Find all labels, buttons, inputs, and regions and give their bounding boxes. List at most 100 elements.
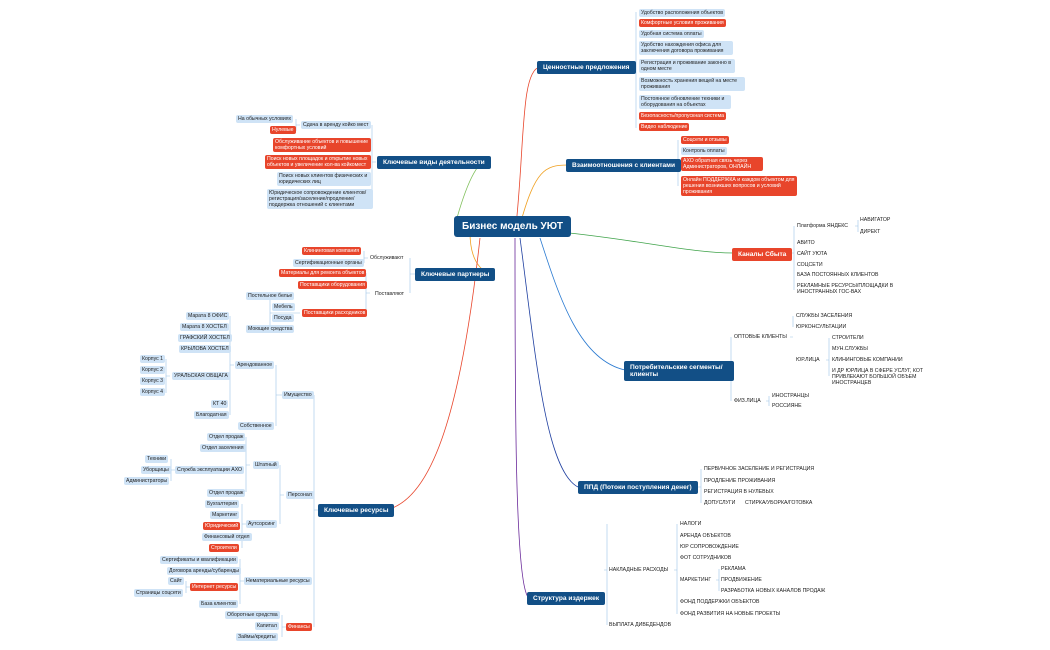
cost-overhead-item[interactable]: ФОТ СОТРУДНИКОВ bbox=[680, 555, 732, 561]
partners-supplier-item[interactable]: Поставщики оборудования bbox=[298, 281, 367, 289]
finance-item[interactable]: Займы/кредиты bbox=[236, 633, 278, 641]
resources-personnel[interactable]: Персонал bbox=[286, 491, 314, 499]
channel-item[interactable]: СОЦСЕТИ bbox=[797, 262, 823, 268]
rented-item[interactable]: Марата 8 ХОСТЕЛ bbox=[180, 323, 229, 331]
cost-dividends[interactable]: ВЫПЛАТА ДИВЕДЕНДОВ bbox=[609, 622, 672, 628]
korpus-item[interactable]: Корпус 3 bbox=[140, 377, 166, 385]
outsourcing-item[interactable]: Юридический bbox=[203, 522, 241, 530]
finance-item[interactable]: Оборотные средства bbox=[225, 611, 280, 619]
branch-key-activities[interactable]: Ключевые виды деятельности bbox=[377, 156, 491, 169]
outsourcing-item[interactable]: Строители bbox=[209, 544, 239, 552]
branch-sales-channels[interactable]: Каналы Сбыта bbox=[732, 248, 793, 261]
resources-finance[interactable]: Финансы bbox=[286, 623, 312, 631]
channel-yandex[interactable]: Платформа ЯНДЕКС bbox=[797, 223, 849, 229]
relation-item[interactable]: АХО обратная связь через Администраторов… bbox=[681, 157, 763, 171]
segment-wholesale-item[interactable]: СЛУЖБЫ ЗАСЕЛЕНИЯ bbox=[796, 313, 853, 319]
partners-serving-item[interactable]: Клининговая компания bbox=[302, 247, 362, 255]
partners-serving[interactable]: Обслуживают bbox=[370, 255, 404, 261]
relation-item[interactable]: Онлайн ПОДДЕРЖКА и каждом объектом для р… bbox=[681, 176, 797, 196]
cost-marketing[interactable]: МАРКЕТИНГ bbox=[680, 577, 712, 583]
intangible-item[interactable]: Сертификаты и квалификации bbox=[160, 556, 238, 564]
resources-intangible[interactable]: Нематериальные ресурсы bbox=[244, 577, 312, 585]
segment-individual-item[interactable]: РОССИЯНЕ bbox=[772, 403, 802, 409]
aho-item[interactable]: Администраторы bbox=[124, 477, 170, 485]
value-item[interactable]: Безопасность/пропускная система bbox=[639, 112, 727, 120]
segment-legal[interactable]: ЮР.ЛИЦА bbox=[796, 357, 820, 363]
resources-own[interactable]: Собственное bbox=[238, 422, 274, 430]
activity-item[interactable]: Поиск новых площадок и открытие новых об… bbox=[265, 155, 371, 169]
channel-yandex-navigator[interactable]: НАВИГАТОР bbox=[860, 217, 891, 223]
revenue-item[interactable]: ПРОДЛЕНИЕ ПРОЖИВАНИЯ bbox=[704, 478, 776, 484]
rented-item[interactable]: УРАЛЬСКАЯ ОБЩАГА bbox=[172, 372, 230, 380]
revenue-item[interactable]: ПЕРВИЧНОЕ ЗАСЕЛЕНИЕ И РЕГИСТРАЦИЯ bbox=[704, 466, 815, 472]
relation-item[interactable]: Контроль оплаты bbox=[681, 147, 727, 155]
activity-item[interactable]: Юридическое сопровождение клиентов/регис… bbox=[267, 189, 373, 209]
segment-legal-item[interactable]: КЛИНИНГОВЫЕ КОМПАНИИ bbox=[832, 357, 903, 363]
segment-legal-item[interactable]: МУН.СЛУЖБЫ bbox=[832, 346, 868, 352]
cost-marketing-item[interactable]: РАЗРАБОТКА НОВЫХ КАНАЛОВ ПРОДАЖ bbox=[721, 588, 826, 594]
aho-item[interactable]: Уборщицы bbox=[141, 466, 171, 474]
partners-consumable[interactable]: Мебель bbox=[272, 303, 295, 311]
segment-individuals[interactable]: ФИЗ.ЛИЦА bbox=[734, 398, 761, 404]
intangible-item[interactable]: Интернет ресурсы bbox=[190, 583, 239, 591]
revenue-item[interactable]: ДОПУСЛУГИ bbox=[704, 500, 736, 506]
resources-outsourcing[interactable]: Аутсорсинг bbox=[246, 520, 277, 528]
partners-supplier-item[interactable]: Материалы для ремонта объектов bbox=[279, 269, 367, 277]
outsourcing-item[interactable]: Маркетинг bbox=[210, 511, 240, 519]
rented-item[interactable]: Благодатная bbox=[194, 411, 229, 419]
segment-wholesale[interactable]: ОПТОВЫЕ КЛИЕНТЫ bbox=[734, 334, 787, 340]
branch-customer-relations[interactable]: Взаимоотношения с клиентами bbox=[566, 159, 682, 172]
activity-item[interactable]: Обслуживание объектов и повышение комфор… bbox=[273, 138, 371, 152]
cost-overhead-item[interactable]: ФОНД РАЗВИТИЯ НА НОВЫЕ ПРОЕКТЫ bbox=[680, 611, 781, 617]
rented-item[interactable]: ГРАФСКИЙ ХОСТЕЛ bbox=[178, 334, 232, 342]
staff-item[interactable]: Отдел продаж bbox=[207, 489, 246, 497]
cost-marketing-item[interactable]: ПРОДВИЖЕНИЕ bbox=[721, 577, 762, 583]
partners-suppliers[interactable]: Поставляют bbox=[375, 291, 405, 297]
central-topic[interactable]: Бизнес модель УЮТ bbox=[454, 216, 571, 237]
branch-value-propositions[interactable]: Ценностные предложения bbox=[537, 61, 636, 74]
partners-serving-item[interactable]: Сертификационные органы bbox=[293, 259, 364, 267]
cost-overhead-item[interactable]: ЮР СОПРОВОЖДЕНИЕ bbox=[680, 544, 739, 550]
value-item[interactable]: Регистрация и проживание законно в одном… bbox=[639, 59, 735, 73]
branch-key-resources[interactable]: Ключевые ресурсы bbox=[318, 504, 395, 517]
channel-yandex-direct[interactable]: ДИРЕКТ bbox=[860, 229, 881, 235]
branch-cost-structure[interactable]: Структура издержек bbox=[527, 592, 606, 605]
partners-consumable[interactable]: Посуда bbox=[272, 314, 294, 322]
korpus-item[interactable]: Корпус 4 bbox=[140, 388, 166, 396]
finance-item[interactable]: Капитал bbox=[255, 622, 279, 630]
activity-rent[interactable]: Сдача в аренду койко мест bbox=[301, 121, 371, 129]
cost-overhead[interactable]: НАКЛАДНЫЕ РАСХОДЫ bbox=[609, 567, 669, 573]
segment-wholesale-item[interactable]: ЮРКОНСУЛЬТАЦИИ bbox=[796, 324, 847, 330]
segment-legal-item[interactable]: И ДР ЮРЛИЦА В СФЕРЕ УСЛУГ, КОТ ПРИВЛЕКАЮ… bbox=[832, 368, 924, 386]
partners-consumable[interactable]: Постельное белье bbox=[246, 292, 295, 300]
activity-rent-item[interactable]: Нулевые bbox=[270, 126, 296, 134]
outsourcing-item[interactable]: Финансовый отдел bbox=[202, 533, 252, 541]
channel-item[interactable]: САЙТ УЮТА bbox=[797, 251, 828, 257]
partners-supplier-item[interactable]: Поставщики расходников bbox=[302, 309, 368, 317]
branch-revenue-streams[interactable]: ППД (Потоки поступления денег) bbox=[578, 481, 698, 494]
value-item[interactable]: Видео наблюдение bbox=[639, 123, 690, 131]
staff-item[interactable]: Отдел заселения bbox=[200, 444, 246, 452]
segment-legal-item[interactable]: СТРОИТЕЛИ bbox=[832, 335, 864, 341]
korpus-item[interactable]: Корпус 2 bbox=[140, 366, 166, 374]
segment-individual-item[interactable]: ИНОСТРАНЦЫ bbox=[772, 393, 810, 399]
rented-item[interactable]: КТ 40 bbox=[211, 400, 229, 408]
aho-item[interactable]: Техники bbox=[145, 455, 169, 463]
rented-item[interactable]: КРЫЛОВА ХОСТЕЛ bbox=[179, 345, 231, 353]
cost-marketing-item[interactable]: РЕКЛАМА bbox=[721, 566, 746, 572]
value-item[interactable]: Возможность хранения вещей на месте прож… bbox=[639, 77, 745, 91]
intangible-item[interactable]: Договора аренды/субаренды bbox=[167, 567, 242, 575]
cost-overhead-item[interactable]: НАЛОГИ bbox=[680, 521, 702, 527]
rented-item[interactable]: Марата 8 ОФИС bbox=[186, 312, 230, 320]
cost-overhead-item[interactable]: АРЕНДА ОБЪЕКТОВ bbox=[680, 533, 731, 539]
value-item[interactable]: Удобство нахождения офиса для заключения… bbox=[639, 41, 733, 55]
revenue-extra[interactable]: СТИРКА/УБОРКА/ГОТОВКА bbox=[745, 500, 813, 506]
partners-consumable[interactable]: Моющие средства bbox=[246, 325, 295, 333]
resources-rented[interactable]: Арендованное bbox=[235, 361, 275, 369]
channel-item[interactable]: АВИТО bbox=[797, 240, 815, 246]
intangible-item[interactable]: База клиентов bbox=[199, 600, 238, 608]
value-item[interactable]: Удобная система оплаты bbox=[639, 30, 704, 38]
value-item[interactable]: Постоянное обновление техники и оборудов… bbox=[639, 95, 731, 109]
branch-key-partners[interactable]: Ключевые партнеры bbox=[415, 268, 496, 281]
activity-item[interactable]: Поиск новых клиентов физических и юридич… bbox=[277, 172, 371, 186]
